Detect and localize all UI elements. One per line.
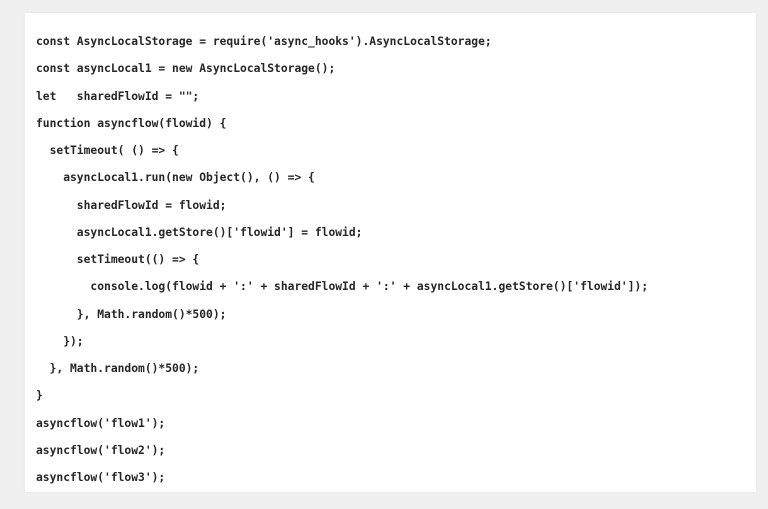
code-card: const AsyncLocalStorage = require('async… (25, 13, 756, 492)
code-block: const AsyncLocalStorage = require('async… (36, 35, 649, 484)
